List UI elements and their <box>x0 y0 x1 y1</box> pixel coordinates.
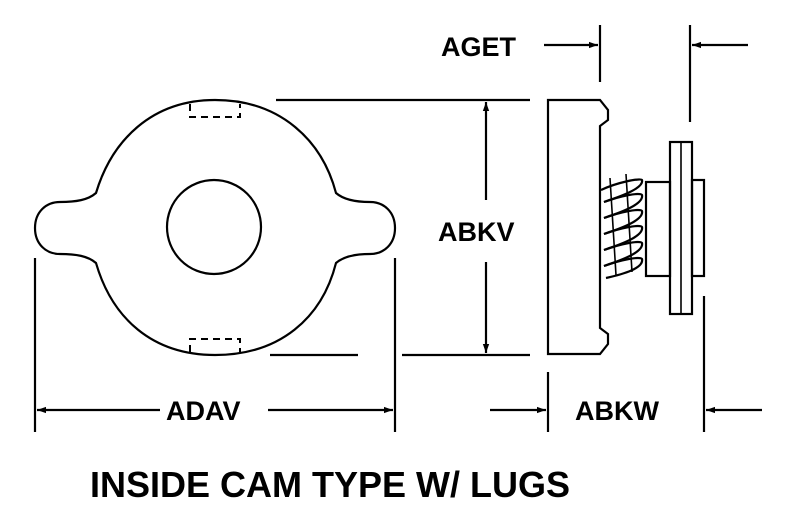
hidden-slot-top <box>189 104 241 118</box>
aget-label: AGET <box>441 32 517 62</box>
boss <box>690 178 706 278</box>
abkv-label: ABKV <box>438 217 515 247</box>
extension-lines <box>33 25 706 432</box>
hub <box>644 180 672 278</box>
adav-label: ADAV <box>166 396 241 426</box>
cap-outline <box>33 98 397 357</box>
side-view <box>546 98 706 356</box>
front-view <box>33 98 397 357</box>
center-bore <box>165 178 263 276</box>
hidden-slot-bottom <box>189 338 241 352</box>
cap-disc <box>546 98 610 356</box>
spring <box>600 173 644 280</box>
drawing-caption: INSIDE CAM TYPE W/ LUGS <box>90 464 570 505</box>
abkw-label: ABKW <box>575 396 659 426</box>
dimension-lines <box>37 41 762 414</box>
